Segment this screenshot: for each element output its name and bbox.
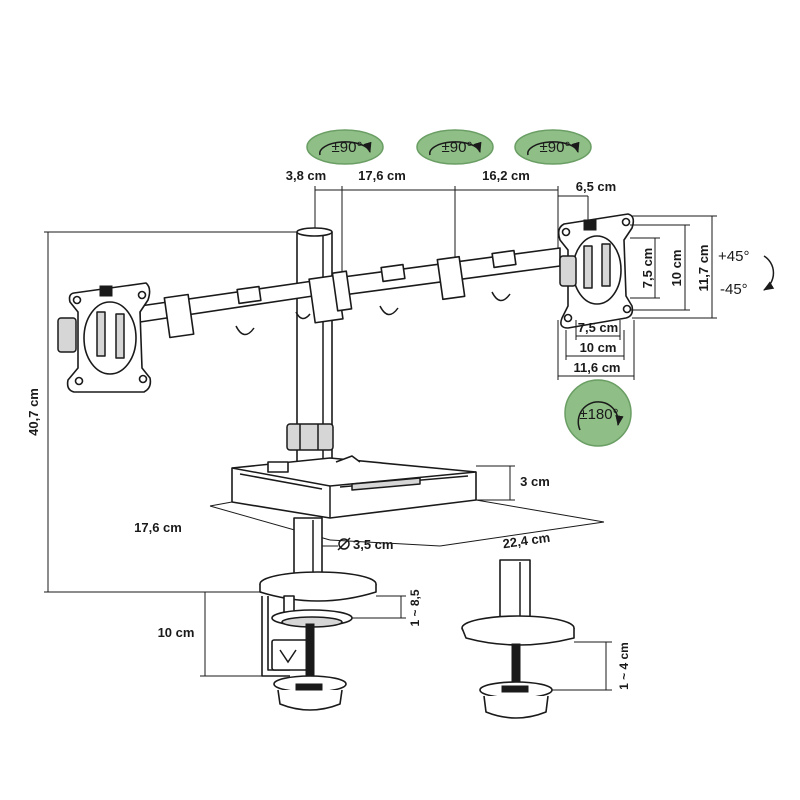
diameter-icon <box>338 538 350 550</box>
left-vesa-plate <box>57 282 152 393</box>
dim-tray-depth: 17,6 cm <box>134 520 182 535</box>
dim-pole-diameter: 3,5 cm <box>353 537 393 552</box>
storage-tray <box>231 455 477 519</box>
rotation-arrow-icon <box>577 401 624 431</box>
rotation-arrow-icon <box>527 141 580 156</box>
dim-arm-outer: 16,2 cm <box>482 168 530 183</box>
dim-plate-depth: 6,5 cm <box>576 179 616 194</box>
dim-vesa-width-small: 7,5 cm <box>578 320 618 335</box>
rotation-label: ±90° <box>332 139 363 156</box>
rotation-label: ±90° <box>540 139 571 156</box>
clamp-dimension-lines <box>200 591 406 677</box>
rotation-badge-middle: ±90° <box>416 129 494 165</box>
right-arm <box>308 247 561 324</box>
dim-tray-width: 22,4 cm <box>502 530 551 551</box>
rotation-arrow-icon <box>319 141 372 156</box>
dim-tray-height: 3 cm <box>520 474 550 489</box>
dim-plate-height: 11,7 cm <box>696 245 711 292</box>
right-plate-dimension-lines <box>557 215 717 380</box>
rotation-badge-left: ±90° <box>306 129 384 165</box>
left-arm <box>139 280 314 339</box>
dim-pole-offset: 3,8 cm <box>286 168 326 183</box>
tilt-indicator: +45° -45° <box>718 248 775 298</box>
rotation-label: ±90° <box>442 139 473 156</box>
tilt-arrow-icon <box>763 255 775 291</box>
dim-grommet-range: 1 ~ 4 cm <box>617 642 631 690</box>
swivel-badge: ±180° <box>564 379 632 447</box>
dim-total-height: 40,7 cm <box>26 388 41 436</box>
swivel-label: ±180° <box>579 406 618 423</box>
dim-plate-width: 11,6 cm <box>574 360 621 375</box>
tilt-up-label: +45° <box>718 248 749 265</box>
pole <box>286 227 334 473</box>
grommet-mount <box>461 559 575 719</box>
dim-clamp-reach: 10 cm <box>158 625 195 640</box>
dim-vesa-height-large: 10 cm <box>669 250 684 287</box>
tilt-down-label: -45° <box>720 281 748 298</box>
rotation-badge-right: ±90° <box>514 129 592 165</box>
desk-clamp <box>259 571 377 711</box>
dim-arm-inner: 17,6 cm <box>358 168 406 183</box>
grommet-dimension-lines <box>552 641 612 691</box>
pole-diameter: 3,5 cm <box>322 537 393 552</box>
dim-vesa-width-large: 10 cm <box>580 340 617 355</box>
dim-vesa-height-small: 7,5 cm <box>640 248 655 288</box>
rotation-arrow-icon <box>429 141 482 156</box>
dim-clamp-range: 1 ~ 8,5 <box>408 589 422 626</box>
right-vesa-plate <box>557 213 635 329</box>
